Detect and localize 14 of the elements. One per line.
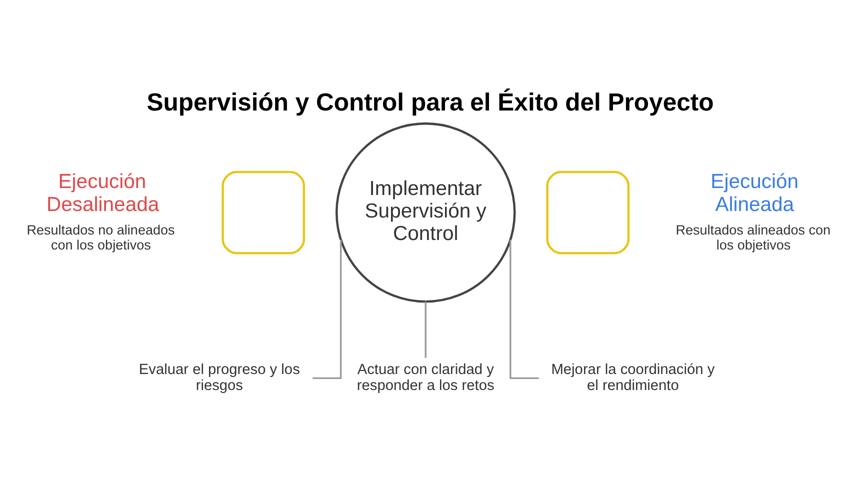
node-label: Resultados no alineados con los objetivos: [26, 222, 175, 252]
node-box: [546, 170, 630, 254]
node-text: Mejorar la coordinación y el rendimiento: [551, 362, 715, 394]
node-label: Ejecución Alineada: [710, 171, 799, 216]
node-box: [222, 170, 306, 254]
connector: [510, 240, 539, 380]
node-circle: Implementar Supervisión y Control: [335, 122, 516, 303]
diagram-title: Supervisión y Control para el Éxito del Proyecto: [146, 90, 714, 117]
node-text: Actuar con claridad y responder a los retos: [356, 362, 494, 394]
node-label: Ejecución Desalineada: [46, 171, 160, 216]
connector: [424, 302, 426, 358]
node-label: Resultados alineados con los objetivos: [676, 222, 831, 252]
connector: [312, 240, 342, 380]
node-text: Evaluar el progreso y los riesgos: [138, 362, 300, 394]
